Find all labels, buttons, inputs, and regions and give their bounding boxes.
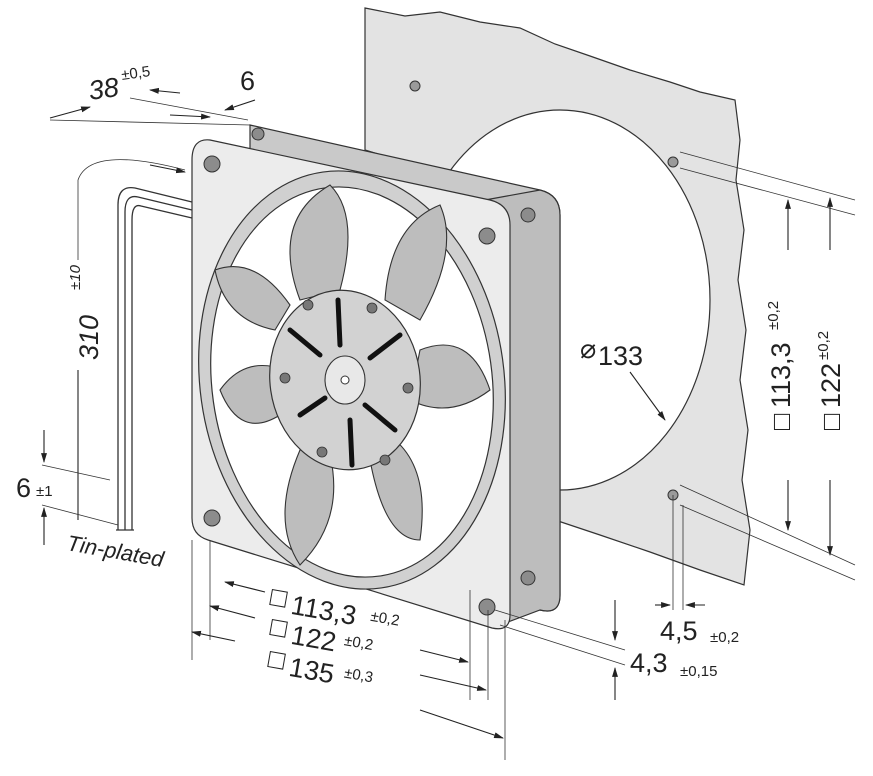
hole-spacing-right-symbol: □ [766,413,796,430]
wire-note: Tin-plated [65,530,166,572]
hole-spacing-bottom-symbol: □ [268,581,290,613]
dimension-lines [41,87,856,760]
cable-leads [116,186,193,531]
fan-hole-top-right [478,227,496,245]
outer-bottom-tolerance: ±0,2 [343,632,375,654]
panel-hole-top-left [409,80,421,92]
fan-hole-bottom-right [478,598,496,616]
cutout-diameter-value: 133 [598,341,643,371]
fan-hole-top-left [203,155,221,173]
hole-spacing-right-value: 113,3 [766,342,796,408]
housing-value: 135 [287,652,337,689]
stripped-length-value: 6 [16,473,31,503]
outer-right-value: 122 [816,363,846,408]
hole-diameter-fan-value: 4,3 [630,648,668,678]
cable-length-value: 310 [74,315,104,360]
hole-diameter-plate-value: 4,5 [660,616,698,646]
hub-ribs [287,297,403,468]
stripped-length-tolerance: ±1 [36,483,53,500]
panel-hole-top-right [667,156,679,168]
outer-right-tolerance: ±0,2 [815,331,832,360]
hole-diameter-fan-tolerance: ±0,15 [680,663,717,680]
cutout-diameter-symbol: ⌀ [580,334,596,364]
fan-blades [214,184,491,566]
depth-tolerance: ±0,5 [120,63,151,84]
fan-hole-bottom-left [203,509,221,527]
dimension-labels: 38 ±0,5 6 310 ±10 6 ±1 Tin-plated ⌀ 133 … [16,63,846,689]
hole-spacing-bottom-tolerance: ±0,2 [369,608,401,630]
hole-spacing-right-tolerance: ±0,2 [765,301,782,330]
outer-right-symbol: □ [816,413,846,430]
fan-housing [191,124,561,630]
hole-diameter-plate-tolerance: ±0,2 [710,629,739,646]
cable-length-tolerance: ±10 [67,264,84,290]
flange-value: 6 [240,66,255,96]
depth-value: 38 [87,72,121,106]
housing-symbol: □ [266,643,288,675]
housing-tolerance: ±0,3 [343,665,375,687]
outer-bottom-symbol: □ [268,611,290,643]
